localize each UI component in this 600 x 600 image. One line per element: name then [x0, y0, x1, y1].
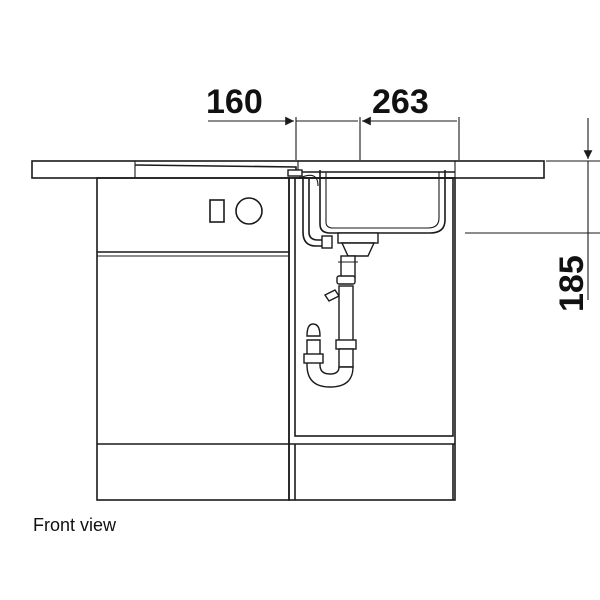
- control-knob-square: [209, 199, 225, 223]
- drain-trap: [303, 232, 379, 388]
- width-left-label: 160: [206, 83, 263, 121]
- sink-cabinet: [288, 177, 456, 501]
- depth-label: 185: [553, 255, 591, 312]
- overflow-pipe: [287, 169, 333, 249]
- left-cabinet: [96, 177, 290, 501]
- width-right-label: 263: [372, 83, 429, 121]
- depth-dimension-lines: [465, 118, 600, 300]
- width-dimension-lines: [208, 116, 460, 160]
- caption: Front view: [33, 515, 117, 535]
- control-knob-round: [235, 197, 263, 225]
